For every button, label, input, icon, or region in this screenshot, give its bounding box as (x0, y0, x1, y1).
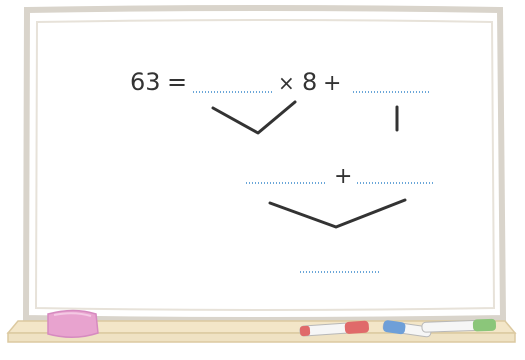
left-value: 63 (130, 68, 161, 96)
equals-sign: = (167, 68, 187, 96)
multiplier-value: 8 (302, 68, 317, 96)
marker-red-band (300, 326, 311, 337)
whiteboard (26, 8, 503, 320)
marker-green-body (422, 320, 478, 332)
eraser-icon (48, 311, 98, 338)
marker-green-cap (473, 319, 496, 332)
whiteboard-inner-border (36, 20, 494, 310)
times-sign: × (278, 71, 295, 95)
sum-plus-sign: + (334, 164, 352, 189)
marker-red-cap (344, 321, 369, 335)
plus-sign: + (323, 71, 341, 96)
